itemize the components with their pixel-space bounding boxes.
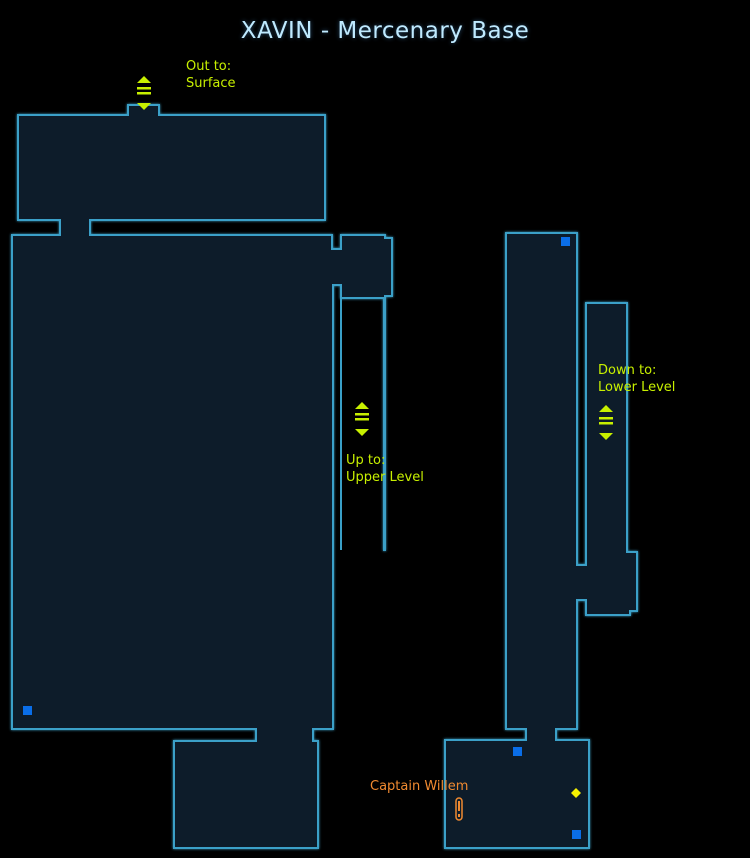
elevator-icon[interactable] bbox=[599, 405, 613, 440]
transition-line: Up to: bbox=[346, 453, 386, 468]
transition-line: Out to: bbox=[186, 59, 232, 74]
transition-label-upper-level: Up to: Upper Level bbox=[346, 452, 424, 486]
yellow-diamond-icon[interactable] bbox=[571, 788, 581, 798]
room-right-complex bbox=[444, 232, 638, 849]
quest-exclamation-icon[interactable] bbox=[455, 797, 463, 821]
elevator-icon[interactable] bbox=[137, 76, 151, 110]
blue-square-icon[interactable] bbox=[572, 830, 581, 839]
transition-label-surface: Out to: Surface bbox=[186, 58, 236, 92]
transition-destination: Upper Level bbox=[346, 470, 424, 485]
transition-label-lower-level: Down to: Lower Level bbox=[598, 362, 675, 396]
transition-line: Down to: bbox=[598, 363, 657, 378]
blue-square-icon[interactable] bbox=[561, 237, 570, 246]
blue-square-icon[interactable] bbox=[23, 706, 32, 715]
map-title: XAVIN - Mercenary Base bbox=[240, 18, 530, 44]
elevator-icon[interactable] bbox=[355, 402, 369, 436]
transition-destination: Surface bbox=[186, 76, 236, 91]
transition-destination: Lower Level bbox=[598, 380, 676, 395]
room-left-complex bbox=[11, 104, 393, 849]
npc-name-label: Captain Willem bbox=[370, 779, 469, 794]
blue-square-icon[interactable] bbox=[513, 747, 522, 756]
